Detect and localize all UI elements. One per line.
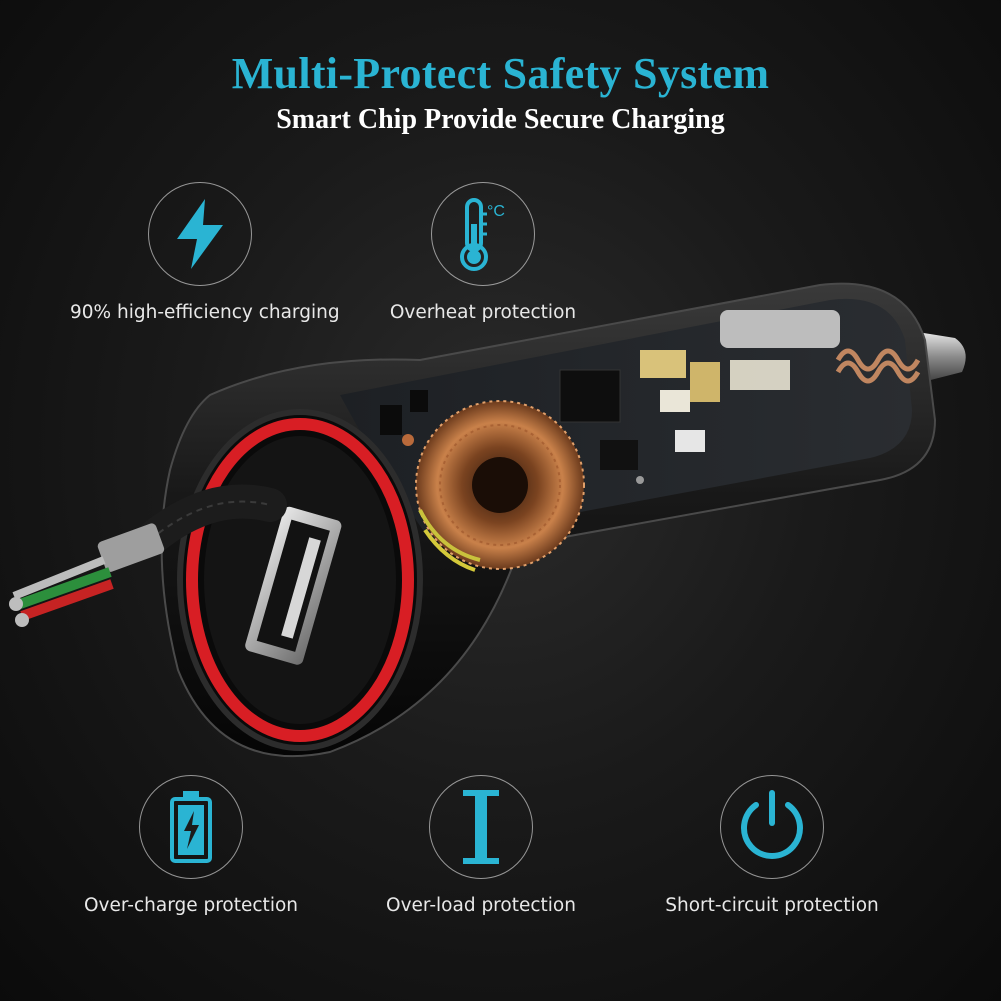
feature-label: Over-load protection [386, 895, 576, 916]
thermometer-icon: °C [460, 198, 505, 271]
feature-short-circuit: Short-circuit protection [642, 775, 902, 916]
icon-ring [720, 775, 824, 879]
icon-ring [139, 775, 243, 879]
car-charger-illustration [9, 282, 966, 758]
feature-overcharge: Over-charge protection [61, 775, 321, 916]
usb-cable [9, 484, 287, 627]
feature-high-efficiency: 90% high-efficiency charging [70, 182, 340, 323]
icon-ring [148, 182, 252, 286]
pcb-components [380, 310, 840, 504]
feature-label: Overheat protection [389, 302, 577, 323]
toroid-coil [415, 400, 585, 572]
red-ring [186, 418, 414, 742]
feature-overheat: °C Overheat protection [353, 182, 613, 323]
banner-subtitle: Smart Chip Provide Secure Charging [276, 104, 725, 135]
overload-bar-icon [463, 790, 499, 864]
spring [835, 348, 921, 384]
celsius-unit: °C [487, 203, 505, 220]
battery-charge-icon [170, 791, 212, 863]
usb-port [245, 506, 342, 665]
lightning-bolt-icon [177, 199, 223, 269]
icon-ring: °C [431, 182, 535, 286]
feature-overload: Over-load protection [351, 775, 611, 916]
power-icon [741, 790, 803, 859]
feature-label: 90% high-efficiency charging [70, 302, 340, 323]
feature-label: Over-charge protection [83, 895, 298, 916]
banner-title: Multi-Protect Safety System [231, 49, 770, 98]
feature-label: Short-circuit protection [665, 895, 879, 916]
icon-ring [429, 775, 533, 879]
